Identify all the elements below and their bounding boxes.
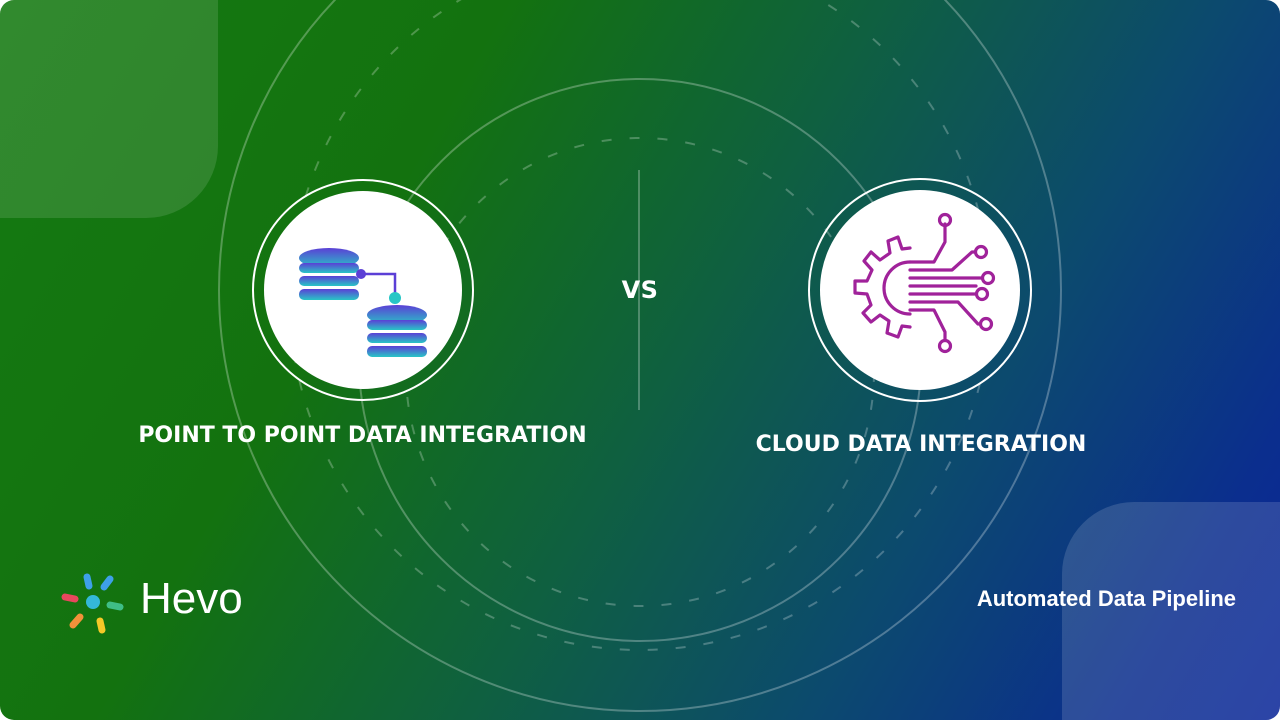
tagline: Automated Data Pipeline xyxy=(976,586,1236,611)
hevo-logo-icon xyxy=(61,573,124,634)
left-icon-disc xyxy=(264,191,462,389)
brand-name: Hevo xyxy=(140,574,243,623)
outer-ring xyxy=(218,0,1062,712)
right-heading: CLOUD DATA INTEGRATION xyxy=(755,432,1087,457)
gear-circuit-icon xyxy=(853,212,996,354)
decorative-corner-bottom-right xyxy=(1062,502,1280,720)
left-heading: POINT TO POINT DATA INTEGRATION xyxy=(138,423,587,448)
left-icon-badge xyxy=(252,179,474,401)
right-icon-disc xyxy=(820,190,1020,390)
database-connection-icon xyxy=(299,248,427,357)
right-icon-badge xyxy=(808,178,1032,402)
dashed-ring-inner xyxy=(405,137,875,607)
decorative-corner-top-left xyxy=(0,0,218,218)
versus-label: VS xyxy=(621,276,659,304)
